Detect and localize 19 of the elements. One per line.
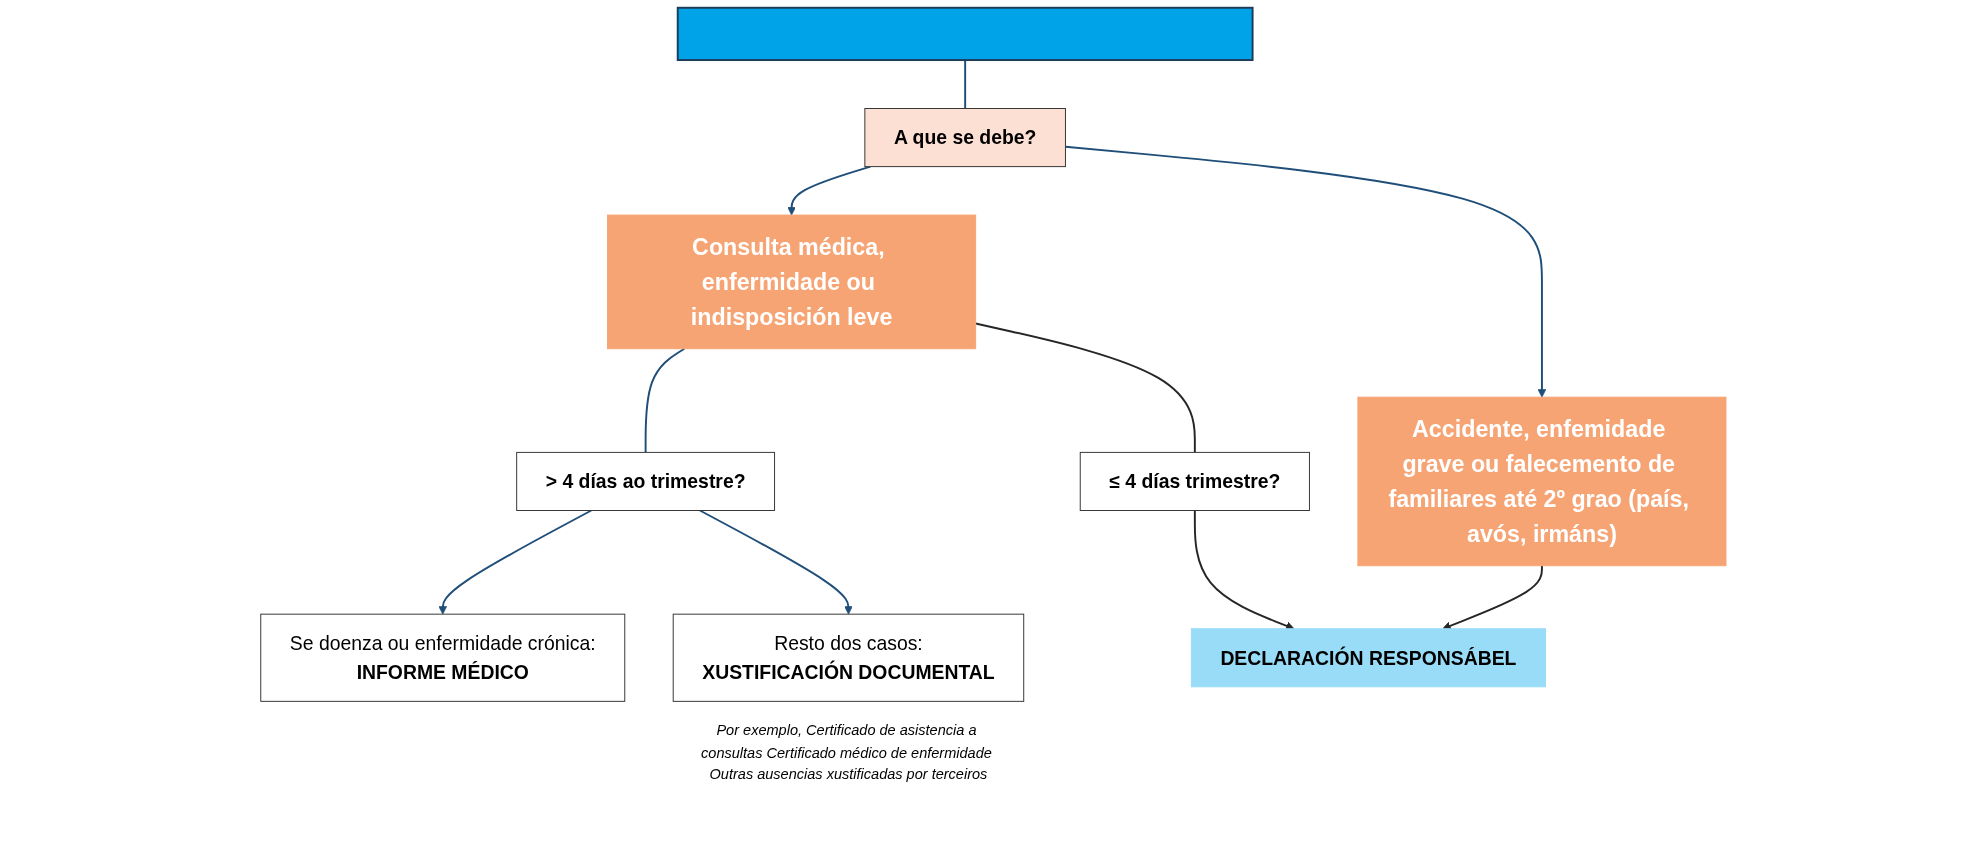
connector — [963, 59, 966, 110]
arrow — [1064, 145, 1546, 398]
arrow — [698, 509, 853, 615]
node-box: ≤ 4 días trimestre? — [1079, 451, 1310, 511]
node-box: Consulta médica, enfermidade ou indisposición leve — [606, 214, 976, 350]
node-bar — [676, 6, 1254, 62]
node-box: Resto dos casos: XUSTIFICACIÓN DOCUMENTAL — [672, 613, 1024, 702]
connector — [974, 322, 1196, 454]
node-box: > 4 días ao trimestre? — [515, 451, 775, 511]
node-box: Se doenza ou enfermidade crónica: INFORME MÉDICO — [259, 613, 625, 702]
arrow — [1193, 509, 1294, 630]
node-label: Por exemplo, Certificado de asistencia a consultas Certificado médico de enfermidade Outras ausencias xustificadas por terceiros — [700, 721, 992, 782]
arrow — [1442, 564, 1543, 630]
connector — [644, 347, 686, 454]
arrow — [438, 509, 592, 615]
node-box: Accidente, enfemidade grave ou falecemento de familiares até 2º grao (país, avós, irmáns) — [1357, 396, 1727, 567]
node-box: DECLARACIÓN RESPONSÁBEL — [1190, 628, 1546, 688]
node-box: A que se debe? — [864, 108, 1066, 168]
arrow — [786, 165, 872, 216]
